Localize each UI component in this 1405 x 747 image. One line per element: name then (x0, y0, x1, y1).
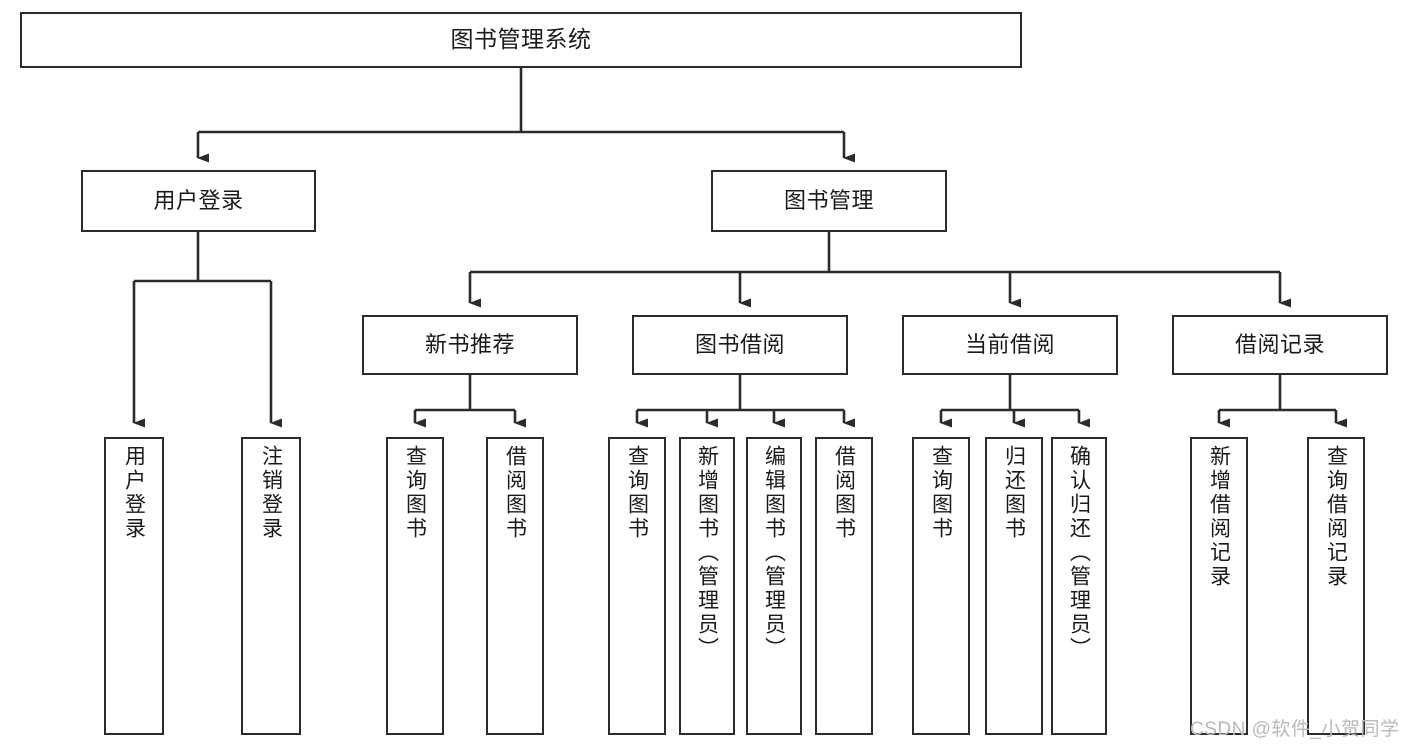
node-label: 用户登录 (122, 445, 146, 541)
node-user-login[interactable]: 用户登录 (81, 170, 316, 232)
node-leaf-user-login[interactable]: 用户登录 (104, 437, 164, 735)
node-leaf-borrow-book-2[interactable]: 借阅图书 (815, 437, 873, 735)
node-leaf-logout[interactable]: 注销登录 (241, 437, 301, 735)
node-label: 图书管理系统 (450, 26, 592, 53)
node-label: 借阅记录 (1234, 332, 1325, 358)
node-root-system[interactable]: 图书管理系统 (20, 12, 1022, 68)
node-label: 新书推荐 (424, 332, 515, 358)
node-label: 查询借阅记录 (1324, 445, 1348, 589)
node-leaf-query-record[interactable]: 查询借阅记录 (1307, 437, 1365, 735)
node-leaf-query-book-1[interactable]: 查询图书 (386, 437, 444, 735)
node-current-borrow[interactable]: 当前借阅 (902, 315, 1118, 375)
node-leaf-borrow-book-1[interactable]: 借阅图书 (486, 437, 544, 735)
node-label: 编辑图书（管理员） (762, 445, 786, 661)
node-label: 注销登录 (259, 445, 283, 541)
node-leaf-edit-book[interactable]: 编辑图书（管理员） (746, 437, 802, 735)
node-label: 查询图书 (625, 445, 649, 541)
node-leaf-query-book-3[interactable]: 查询图书 (912, 437, 970, 735)
node-new-book-recommend[interactable]: 新书推荐 (362, 315, 578, 375)
watermark-text: CSDN @软件_小贺同学 (1190, 719, 1400, 740)
node-label: 用户登录 (153, 188, 244, 214)
node-leaf-query-book-2[interactable]: 查询图书 (608, 437, 666, 735)
node-label: 确认归还（管理员） (1067, 445, 1091, 661)
node-leaf-add-record[interactable]: 新增借阅记录 (1190, 437, 1248, 735)
node-leaf-confirm-return[interactable]: 确认归还（管理员） (1051, 437, 1107, 735)
node-book-manage[interactable]: 图书管理 (711, 170, 947, 232)
node-label: 新增图书（管理员） (695, 445, 719, 661)
node-label: 新增借阅记录 (1207, 445, 1231, 589)
node-label: 借阅图书 (503, 445, 527, 541)
node-label: 查询图书 (403, 445, 427, 541)
node-label: 图书管理 (783, 188, 874, 214)
node-label: 借阅图书 (832, 445, 856, 541)
node-label: 归还图书 (1002, 445, 1026, 541)
node-label: 图书借阅 (694, 332, 785, 358)
node-borrow-record[interactable]: 借阅记录 (1172, 315, 1388, 375)
node-leaf-return-book[interactable]: 归还图书 (985, 437, 1043, 735)
node-label: 当前借阅 (964, 332, 1055, 358)
node-book-borrow[interactable]: 图书借阅 (632, 315, 848, 375)
node-label: 查询图书 (929, 445, 953, 541)
node-leaf-add-book[interactable]: 新增图书（管理员） (679, 437, 735, 735)
